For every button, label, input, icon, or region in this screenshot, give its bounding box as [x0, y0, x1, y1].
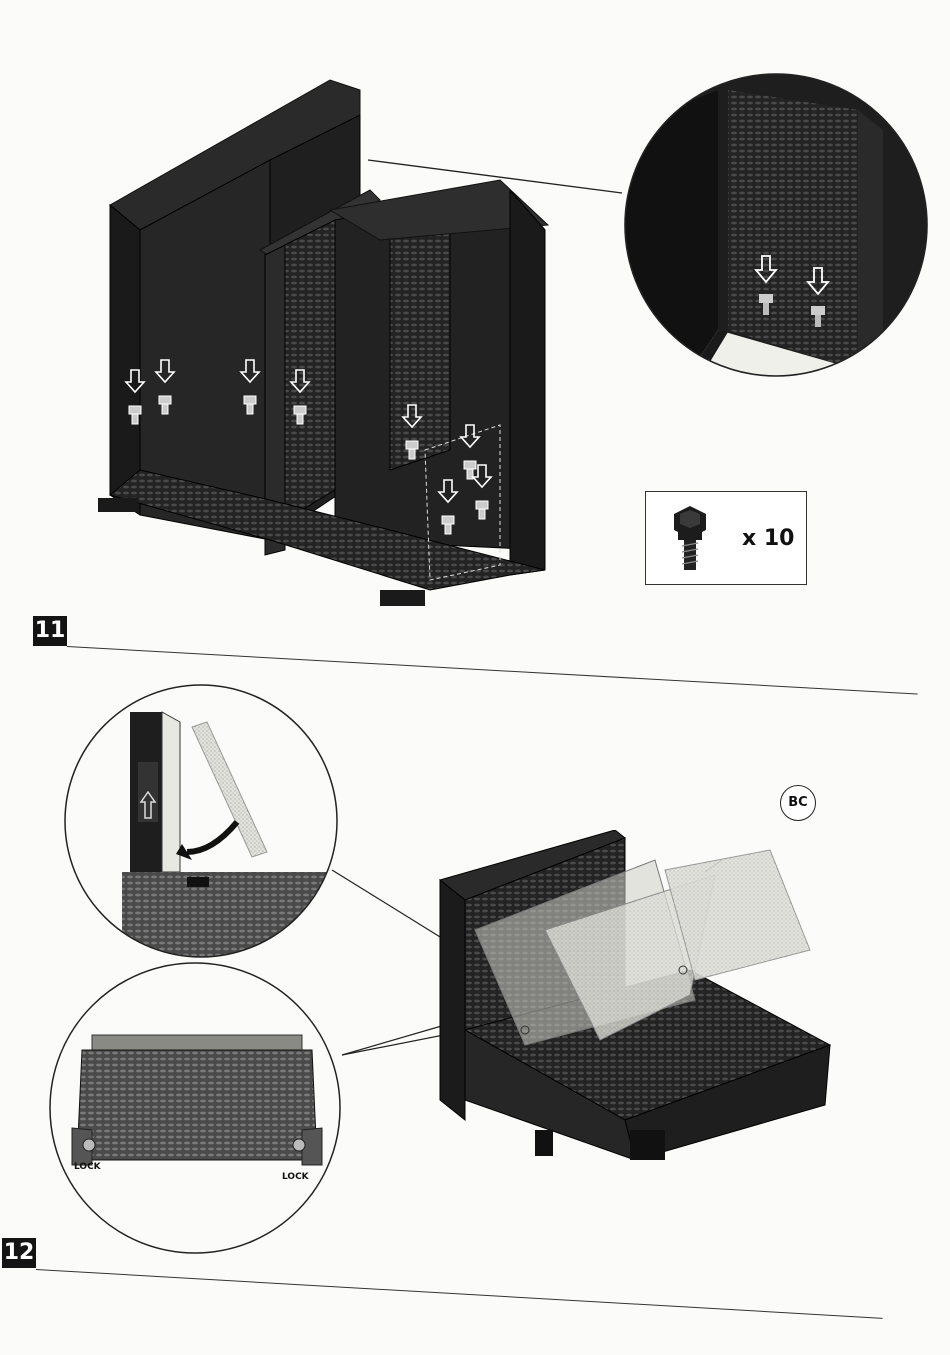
part-label-bc-text: BC — [788, 795, 807, 810]
step-11-leader-line — [360, 155, 630, 200]
screw-icon — [668, 504, 712, 576]
part-label-bc: BC — [780, 785, 816, 821]
step-12-hinge-detail-circle — [62, 682, 340, 960]
lock-label-right: LOCK — [282, 1172, 309, 1182]
step-number: 12 — [2, 1238, 36, 1268]
step-12-chair-illustration — [425, 830, 835, 1160]
hardware-quantity: x 10 — [742, 526, 794, 551]
step-11-frame-illustration — [90, 70, 560, 615]
step-11-detail-circle — [618, 70, 938, 385]
step-11-hardware-box: x 10 — [645, 491, 807, 585]
step-12-lock-detail-circle — [47, 960, 343, 1256]
lock-label-left: LOCK — [74, 1162, 101, 1172]
step-number: 11 — [33, 616, 67, 646]
step-divider — [36, 1269, 883, 1319]
